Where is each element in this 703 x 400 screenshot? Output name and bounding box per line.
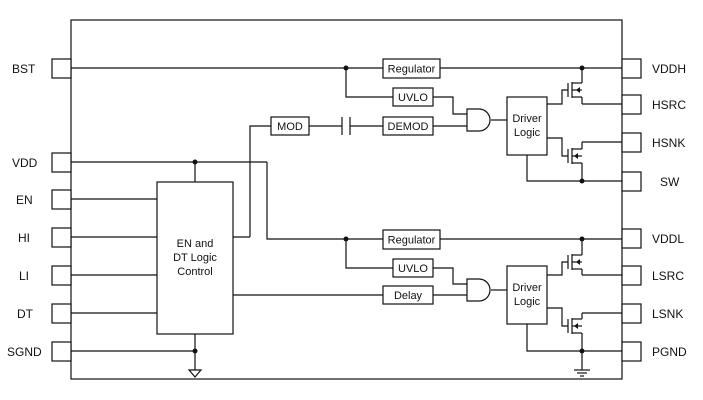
driver-high-label-1: Driver bbox=[512, 113, 542, 125]
low-side-source-transistor-icon bbox=[567, 254, 582, 270]
pin-vddl-label: VDDL bbox=[652, 232, 684, 246]
pin-hi: HI bbox=[18, 227, 72, 248]
logic-label-3: Control bbox=[177, 266, 212, 278]
and-gate-low bbox=[466, 278, 491, 302]
pin-bst-label: BST bbox=[12, 62, 36, 76]
logic-label-1: EN and bbox=[177, 238, 214, 250]
logic-control-block: EN and DT Logic Control bbox=[156, 181, 234, 335]
wires-high-side bbox=[71, 65, 622, 237]
low-side-sink-transistor-icon bbox=[567, 318, 582, 334]
pin-vdd-label: VDD bbox=[12, 156, 38, 170]
delay-block: Delay bbox=[382, 285, 434, 305]
pin-sw-label: SW bbox=[660, 175, 680, 189]
pin-dt: DT bbox=[17, 303, 72, 324]
pin-vddl: VDDL bbox=[621, 228, 684, 249]
pin-dt-label: DT bbox=[17, 307, 34, 321]
pin-hsrc-label: HSRC bbox=[652, 98, 686, 112]
pin-vddh-label: VDDH bbox=[652, 62, 686, 76]
regulator-high-block: Regulator bbox=[382, 58, 441, 79]
pin-lsnk-label: LSNK bbox=[652, 307, 683, 321]
logic-label-2: DT Logic bbox=[173, 252, 217, 264]
wires-low-side bbox=[343, 236, 622, 370]
high-side-source-transistor-icon bbox=[567, 82, 582, 98]
demod-label: DEMOD bbox=[388, 121, 429, 133]
uvlo-high-label: UVLO bbox=[398, 92, 428, 104]
driver-high-label-2: Logic bbox=[514, 127, 541, 139]
pin-sgnd-label: SGND bbox=[7, 345, 42, 359]
pin-li-label: LI bbox=[19, 269, 29, 283]
pin-lsrc-label: LSRC bbox=[652, 269, 684, 283]
driver-low-label-1: Driver bbox=[512, 282, 542, 294]
and-gate-high bbox=[466, 108, 491, 132]
pin-sw: SW bbox=[621, 171, 680, 192]
driver-logic-low-block: Driver Logic bbox=[506, 265, 548, 325]
driver-low-label-2: Logic bbox=[514, 296, 541, 308]
pin-bst: BST bbox=[12, 58, 72, 79]
pin-en-label: EN bbox=[16, 193, 33, 207]
signal-ground-icon bbox=[187, 369, 203, 378]
pin-en: EN bbox=[16, 189, 72, 210]
pin-pgnd-label: PGND bbox=[652, 345, 687, 359]
power-ground-icon bbox=[574, 369, 590, 377]
mod-block: MOD bbox=[270, 116, 310, 136]
driver-logic-high-block: Driver Logic bbox=[506, 96, 548, 156]
mod-label: MOD bbox=[277, 121, 303, 133]
pin-hsrc: HSRC bbox=[621, 94, 686, 115]
high-side-sink-transistor-icon bbox=[567, 148, 582, 164]
pin-li: LI bbox=[19, 265, 72, 286]
pin-hsnk: HSNK bbox=[621, 132, 685, 153]
regulator-low-block: Regulator bbox=[382, 229, 441, 250]
pin-hi-label: HI bbox=[18, 231, 30, 245]
uvlo-high-block: UVLO bbox=[392, 87, 434, 107]
demod-block: DEMOD bbox=[382, 116, 434, 136]
isolation-capacitor bbox=[341, 117, 351, 135]
uvlo-low-label: UVLO bbox=[398, 263, 428, 275]
pin-sgnd: SGND bbox=[7, 341, 72, 362]
pin-hsnk-label: HSNK bbox=[652, 136, 685, 150]
pin-pgnd: PGND bbox=[621, 341, 687, 362]
delay-label: Delay bbox=[394, 290, 423, 302]
uvlo-low-block: UVLO bbox=[392, 258, 434, 278]
pin-lsrc: LSRC bbox=[621, 265, 684, 286]
regulator-low-label: Regulator bbox=[388, 235, 436, 247]
pin-lsnk: LSNK bbox=[621, 303, 683, 324]
regulator-high-label: Regulator bbox=[388, 64, 436, 76]
pin-vdd: VDD bbox=[12, 152, 72, 173]
pin-vddh: VDDH bbox=[621, 58, 686, 79]
